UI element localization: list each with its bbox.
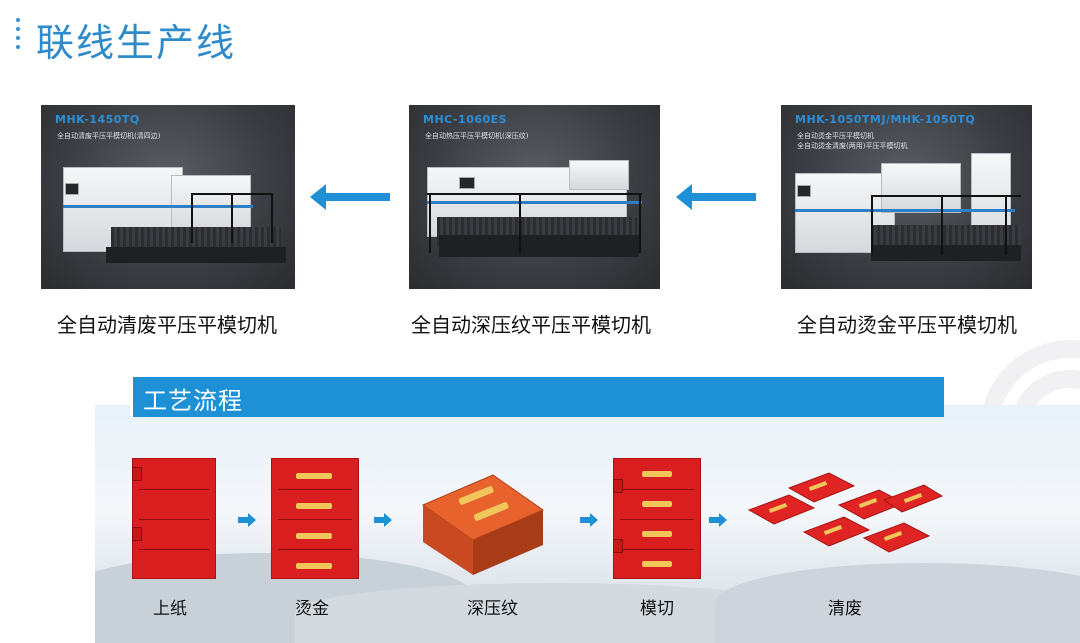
carton-sheet-foil (271, 458, 359, 579)
machine-label-cleaning: 全自动清废平压平模切机 (57, 313, 277, 337)
machine-model-desc: 全自动热压平压平模切机(深压纹) (425, 132, 529, 140)
carton-sheet-feed (132, 458, 216, 579)
machine-model-code: MHK-1050TMJ/MHK-1050TQ (795, 113, 976, 126)
right-arrow-icon (374, 513, 392, 527)
carton-stack-embossed (421, 474, 545, 575)
right-arrow-icon (709, 513, 727, 527)
machine-photo-cleaning: MHK-1450TQ 全自动清废平压平模切机(清四边) (41, 105, 295, 289)
machine-model-desc: 全自动清废平压平模切机(清四边) (57, 132, 161, 140)
machine-photo-foil-stamping: MHK-1050TMJ/MHK-1050TQ 全自动烫金平压平模切机 全自动烫金… (781, 105, 1032, 289)
right-arrow-icon (238, 513, 256, 527)
process-step-label: 上纸 (153, 599, 187, 619)
process-step-label: 清废 (828, 599, 862, 619)
process-step-label: 深压纹 (467, 599, 518, 619)
process-step-label: 模切 (640, 599, 674, 619)
process-header-bar (130, 377, 944, 417)
machine-label-embossing: 全自动深压纹平压平模切机 (411, 313, 651, 337)
process-title: 工艺流程 (143, 387, 243, 415)
right-arrow-icon (580, 513, 598, 527)
machine-model-code: MHC-1060ES (423, 113, 508, 126)
machine-photo-embossing: MHC-1060ES 全自动热压平压平模切机(深压纹) (409, 105, 660, 289)
title-dots-icon (14, 18, 22, 58)
machine-model-desc: 全自动烫金平压平模切机 全自动烫金清废(两用)平压平模切机 (797, 132, 908, 150)
machine-label-foil-stamping: 全自动烫金平压平模切机 (797, 313, 1017, 337)
left-arrow-icon (310, 184, 390, 210)
carton-sheet-diecut (613, 458, 701, 579)
carton-pieces-stripped (747, 472, 944, 553)
page-title: 联线生产线 (36, 21, 237, 65)
process-step-label: 烫金 (295, 599, 329, 619)
machine-model-code: MHK-1450TQ (55, 113, 140, 126)
left-arrow-icon (676, 184, 756, 210)
